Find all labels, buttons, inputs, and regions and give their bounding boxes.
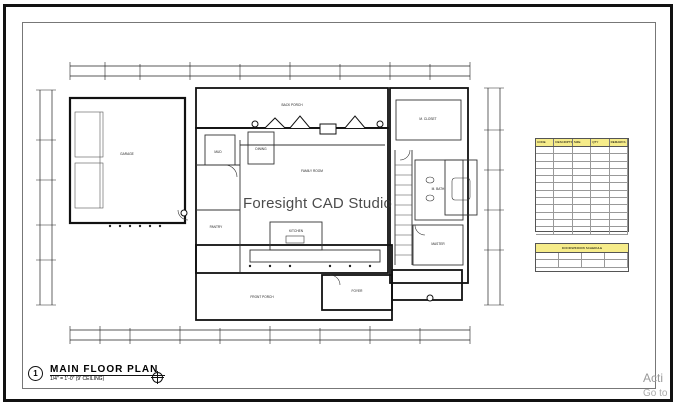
schedule-header-cell: CODE — [536, 139, 555, 146]
activate-windows-text: Acti — [643, 371, 664, 385]
schedule-header-cell: DESCRIPTION — [555, 139, 573, 146]
schedule-header-cell: REMARKS — [610, 139, 629, 146]
table-row — [536, 183, 629, 191]
room-label-front-porch: FRONT PORCH — [250, 295, 274, 299]
drawing-scale: 1/4" = 1'-0" (9' CEILING) — [50, 376, 105, 382]
activate-windows-subtext: Go to — [643, 388, 668, 399]
table-row — [536, 198, 629, 206]
schedule-header-cell: QTY — [591, 139, 610, 146]
table-row — [536, 227, 629, 235]
room-label-kitchen: KITCHEN — [289, 229, 304, 233]
room-label-pantry: PANTRY — [210, 225, 224, 229]
room-label-master-bath: M. BATH — [432, 187, 445, 191]
schedule-table-title: DOOR/WINDOW SCHEDULE — [536, 244, 628, 253]
schedule-table-secondary: DOOR/WINDOW SCHEDULE — [535, 243, 629, 272]
room-label-garage: GARAGE — [120, 152, 134, 156]
drawing-title: MAIN FLOOR PLAN — [50, 364, 159, 375]
table-row — [536, 168, 629, 177]
schedule-table: CODE DESCRIPTION SIZE QTY REMARKS — [535, 138, 629, 235]
table-row — [536, 253, 628, 261]
table-row — [536, 154, 629, 162]
table-row — [536, 147, 629, 155]
room-label-foyer: FOYER — [352, 289, 364, 293]
schedule-header-row: CODE DESCRIPTION SIZE QTY REMARKS — [536, 139, 629, 147]
room-label-family-room: FAMILY ROOM — [301, 169, 323, 173]
north-arrow-icon — [151, 371, 164, 384]
table-row — [536, 219, 629, 228]
table-row — [536, 176, 629, 184]
table-row — [536, 212, 629, 220]
room-label-back-porch: BACK PORCH — [281, 103, 303, 107]
watermark-text: Foresight CAD Studio — [243, 195, 393, 212]
title-underline — [50, 375, 165, 376]
room-label-mud: MUD — [214, 150, 222, 154]
room-label-closet: M. CLOSET — [419, 117, 436, 121]
drawing-number: 1 — [28, 366, 43, 381]
table-row — [536, 260, 628, 268]
table-row — [536, 190, 629, 199]
table-row — [536, 161, 629, 169]
room-label-master: MASTER — [431, 242, 445, 246]
room-label-dining: DINING — [255, 147, 267, 151]
schedule-header-cell: SIZE — [573, 139, 592, 146]
table-row — [536, 205, 629, 213]
